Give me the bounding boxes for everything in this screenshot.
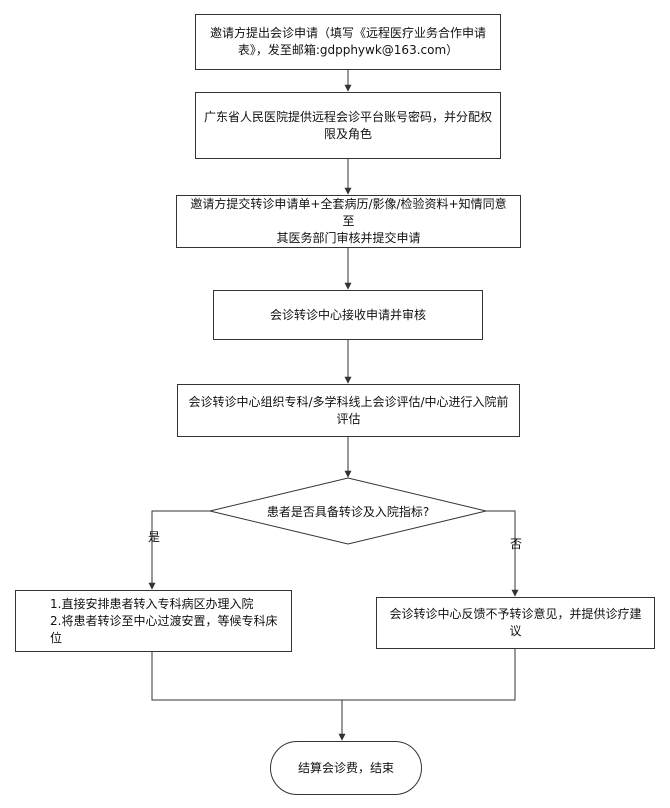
step-center-receives-and-reviews: 会诊转诊中心接收申请并审核 [213, 290, 483, 340]
decision-diamond [209, 477, 487, 545]
step-2-text-line2: 限及角色 [323, 126, 372, 141]
step-3-text-line2: 其医务部门审核并提交申请 [276, 231, 421, 245]
no-branch-line [486, 510, 519, 597]
step-submit-referral-materials: 邀请方提交转诊申请单+全套病历/影像/检验资料+知情同意至 其医务部门审核并提交… [176, 195, 521, 248]
step-3-text-line1: 邀请方提交转诊申请单+全套病历/影像/检验资料+知情同意至 [190, 197, 507, 228]
step-submit-consultation-request: 邀请方提出会诊申请（填写《远程医疗业务合作申请 表》，发至邮箱:gdpphywk… [195, 14, 501, 70]
step-5-text-line2: 评估 [336, 411, 361, 426]
yes-branch-line [148, 510, 210, 590]
step-1-text-line1: 邀请方提出会诊申请（填写《远程医疗业务合作申请 [209, 26, 486, 40]
step-provide-platform-account: 广东省人民医院提供远程会诊平台账号密码，并分配权 限及角色 [195, 92, 501, 159]
result-yes-line2: 2.将患者转诊至中心过渡安置，等候专科床位 [50, 613, 278, 645]
result-no-text: 会诊转诊中心反馈不予转诊意见，并提供诊疗建议 [389, 607, 642, 638]
yes-merge-line [151, 652, 342, 701]
result-yes-line1: 1.直接安排患者转入专科病区办理入院 [50, 596, 254, 611]
step-2-text-line1: 广东省人民医院提供远程会诊平台账号密码，并分配权 [204, 109, 493, 124]
step-5-text-line1: 会诊转诊中心组织专科/多学科线上会诊评估/中心进行入院前 [188, 394, 509, 409]
step-4-text-line1: 会诊转诊中心接收申请并审核 [269, 307, 426, 322]
yes-branch-label: 是 [148, 530, 161, 544]
no-merge-line [342, 649, 516, 701]
decision-question: 患者是否具备转诊及入院指标? [266, 504, 430, 519]
end-text: 结算会诊费，结束 [297, 760, 394, 775]
result-reject-referral: 会诊转诊中心反馈不予转诊意见，并提供诊疗建议 [376, 597, 655, 649]
step-1-text-line2: 表》，发至邮箱:gdpphywk@163.com） [237, 43, 459, 57]
step-organize-consultation-evaluation: 会诊转诊中心组织专科/多学科线上会诊评估/中心进行入院前 评估 [177, 384, 520, 437]
end-terminal: 结算会诊费，结束 [270, 741, 422, 795]
no-branch-label: 否 [510, 537, 523, 551]
result-admit-patient: 1.直接安排患者转入专科病区办理入院 2.将患者转诊至中心过渡安置，等候专科床位 [15, 590, 292, 652]
